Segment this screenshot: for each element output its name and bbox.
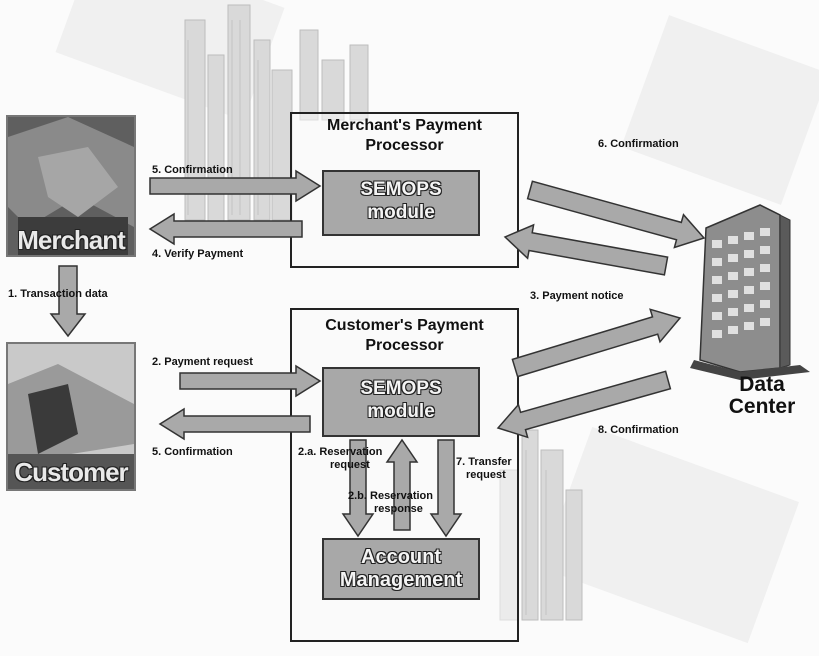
label-reservation-response-line1: 2.b. Reservation xyxy=(348,490,433,502)
data-center-label: Data Center xyxy=(722,374,802,418)
arrow-verify-payment xyxy=(148,212,303,246)
merchant-processor-title-line2: Processor xyxy=(365,137,444,154)
arrow-transaction-data xyxy=(49,265,87,338)
merchant-semops-module: SEMOPS module xyxy=(322,170,480,236)
merchant-label: Merchant xyxy=(17,225,126,255)
label-confirmation-customer: 5. Confirmation xyxy=(152,446,233,458)
merchant-module-line1: SEMOPS xyxy=(360,179,442,200)
merchant-image xyxy=(8,117,134,255)
data-center-line2: Center xyxy=(728,395,796,418)
data-center-line1: Data xyxy=(739,373,785,396)
account-management-line1: Account xyxy=(361,546,441,568)
label-transaction-data: 1. Transaction data xyxy=(8,288,108,300)
arrow-confirmation-to-customer xyxy=(158,407,311,441)
arrow-reservation-response xyxy=(385,438,419,531)
customer-image xyxy=(8,344,134,489)
label-reservation-response: 2.b. Reservation response xyxy=(348,490,433,516)
merchant-module-line2: module xyxy=(367,202,435,223)
merchant-tile: Merchant xyxy=(6,115,136,257)
label-reservation-response-line2: response xyxy=(374,503,423,515)
label-payment-notice: 3. Payment notice xyxy=(530,290,624,302)
label-transfer-request-line1: 7. Transfer xyxy=(456,456,512,468)
merchant-processor-title: Merchant's Payment Processor xyxy=(292,116,517,156)
merchant-processor-title-line1: Merchant's Payment xyxy=(327,117,482,134)
arrow-confirmation-to-data-center xyxy=(526,180,706,249)
customer-tile: Customer xyxy=(6,342,136,491)
label-reservation-request-line2: request xyxy=(330,459,370,471)
label-confirmation-dc-top: 6. Confirmation xyxy=(598,138,679,150)
arrow-payment-request xyxy=(179,364,322,398)
label-transfer-request: 7. Transfer request xyxy=(456,456,512,482)
arrow-reservation-request xyxy=(341,439,375,538)
arrow-payment-notice xyxy=(503,223,669,276)
customer-module-line1: SEMOPS xyxy=(360,378,442,399)
customer-module-line2: module xyxy=(367,401,435,422)
label-transfer-request-line2: request xyxy=(466,469,506,481)
account-management-line2: Management xyxy=(339,569,463,591)
customer-processor-title: Customer's Payment Processor xyxy=(292,316,517,356)
label-confirmation-dc-bottom: 8. Confirmation xyxy=(598,424,679,436)
label-reservation-request: 2.a. Reservation request xyxy=(298,446,382,472)
label-payment-request: 2. Payment request xyxy=(152,356,253,368)
customer-processor-title-line1: Customer's Payment xyxy=(325,317,484,334)
label-confirmation-merchant: 5. Confirmation xyxy=(152,164,233,176)
arrow-confirmation-from-data-center xyxy=(496,370,672,439)
label-verify-payment: 4. Verify Payment xyxy=(152,248,244,260)
arrow-confirmation-to-merchant-processor xyxy=(149,169,322,203)
customer-label: Customer xyxy=(14,457,128,487)
label-reservation-request-line1: 2.a. Reservation xyxy=(298,446,383,458)
arrow-customer-processor-to-data-center xyxy=(511,308,682,378)
customer-processor-title-line2: Processor xyxy=(365,337,444,354)
customer-semops-module: SEMOPS module xyxy=(322,367,480,437)
account-management: Account Management xyxy=(322,538,480,600)
arrow-transfer-request xyxy=(429,439,463,538)
